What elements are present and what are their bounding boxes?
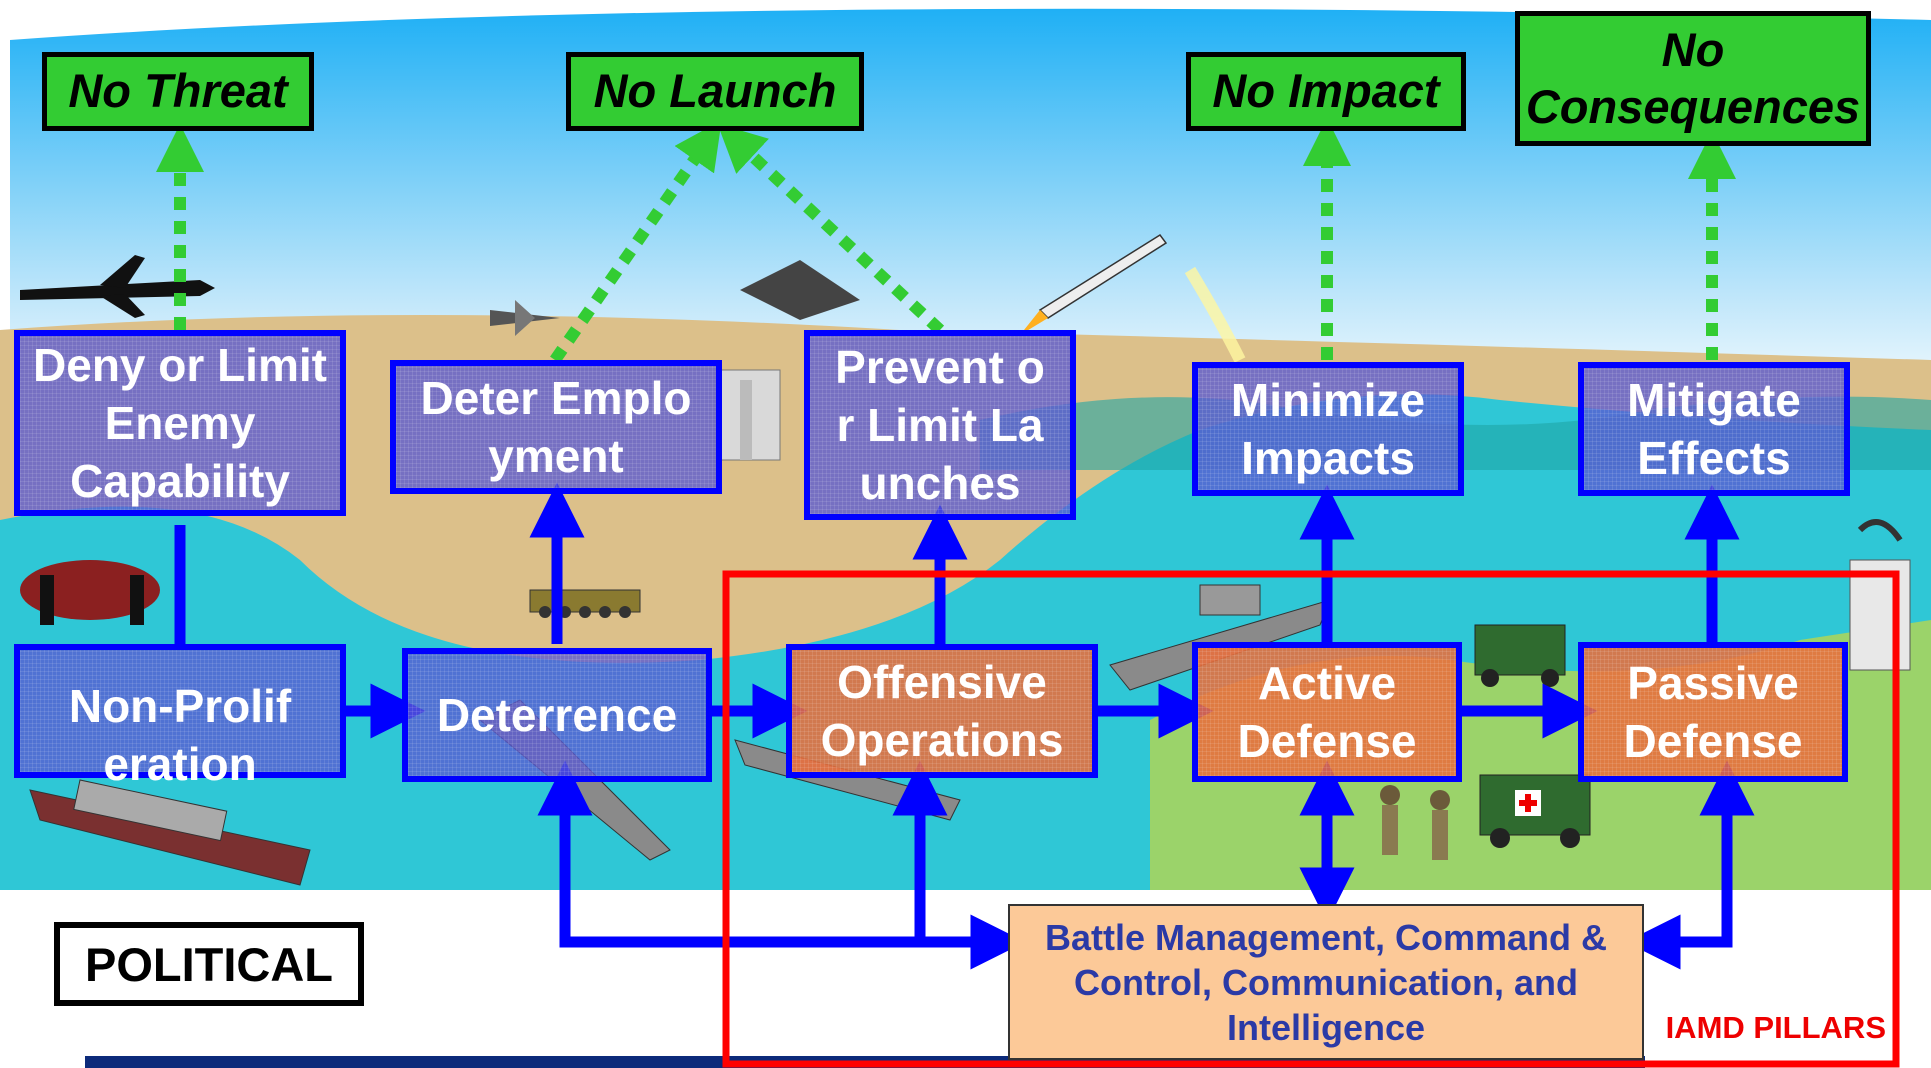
mitigate-effects-box: Mitigate Effects [1578, 362, 1850, 496]
prevent-limit-launches-box: Prevent or Limit Launches [804, 330, 1076, 520]
political-label: POLITICAL [54, 922, 364, 1006]
deny-limit-capability-label: Deny or Limit Enemy Capability [33, 339, 327, 507]
no-threat-box: No Threat [42, 52, 314, 131]
mitigate-effects-label: Mitigate Effects [1627, 374, 1801, 484]
factory-icon [719, 369, 781, 461]
minimize-impacts-box: Minimize Impacts [1192, 362, 1464, 496]
active-defense-box: Active Defense [1192, 642, 1462, 782]
tank-icon [529, 589, 641, 618]
deterrence-box: Deterrence [402, 648, 712, 782]
military-truck-icon [1474, 624, 1566, 687]
deter-employment-label: Deter Employment [420, 372, 692, 482]
stealth-bomber-icon [740, 260, 860, 320]
non-proliferation-box: Non-Proliferation [14, 644, 346, 790]
passive-defense-box: Passive Defense [1578, 642, 1848, 782]
iamd-pillars-label: IAMD PILLARS [1665, 1010, 1886, 1045]
outcome-arrows [156, 118, 1736, 364]
offensive-operations-box: Offensive Operations [786, 644, 1098, 778]
non-proliferation-label: Non-Proliferation [68, 680, 292, 790]
soldiers-icon [1380, 785, 1450, 860]
passive-defense-label: Passive Defense [1623, 657, 1803, 767]
no-impact-box: No Impact [1186, 52, 1466, 131]
no-launch-box: No Launch [566, 52, 864, 131]
deny-limit-capability-box: Deny or Limit Enemy Capability [14, 330, 346, 516]
airliner-icon [20, 255, 215, 318]
meeting-table-icon [20, 560, 160, 625]
radar-tower-icon [1849, 519, 1911, 671]
minimize-impacts-label: Minimize Impacts [1230, 374, 1426, 484]
bmc2i-box: Battle Management, Command & Control, Co… [1008, 904, 1644, 1060]
iamd-pillars-frame [722, 570, 1900, 1068]
offensive-operations-label: Offensive Operations [820, 656, 1064, 766]
no-consequences-box: No Consequences [1515, 11, 1871, 146]
fighter-jet-icon [490, 300, 560, 336]
prevent-limit-launches-label: Prevent or Limit Launches [835, 341, 1045, 509]
ambulance-icon [1479, 774, 1591, 848]
missile-launch-icon [1020, 233, 1246, 363]
cargo-ship-icon [29, 779, 311, 886]
deter-employment-box: Deter Employment [390, 360, 722, 494]
deterrence-label: Deterrence [436, 689, 678, 741]
active-defense-label: Active Defense [1237, 657, 1417, 767]
